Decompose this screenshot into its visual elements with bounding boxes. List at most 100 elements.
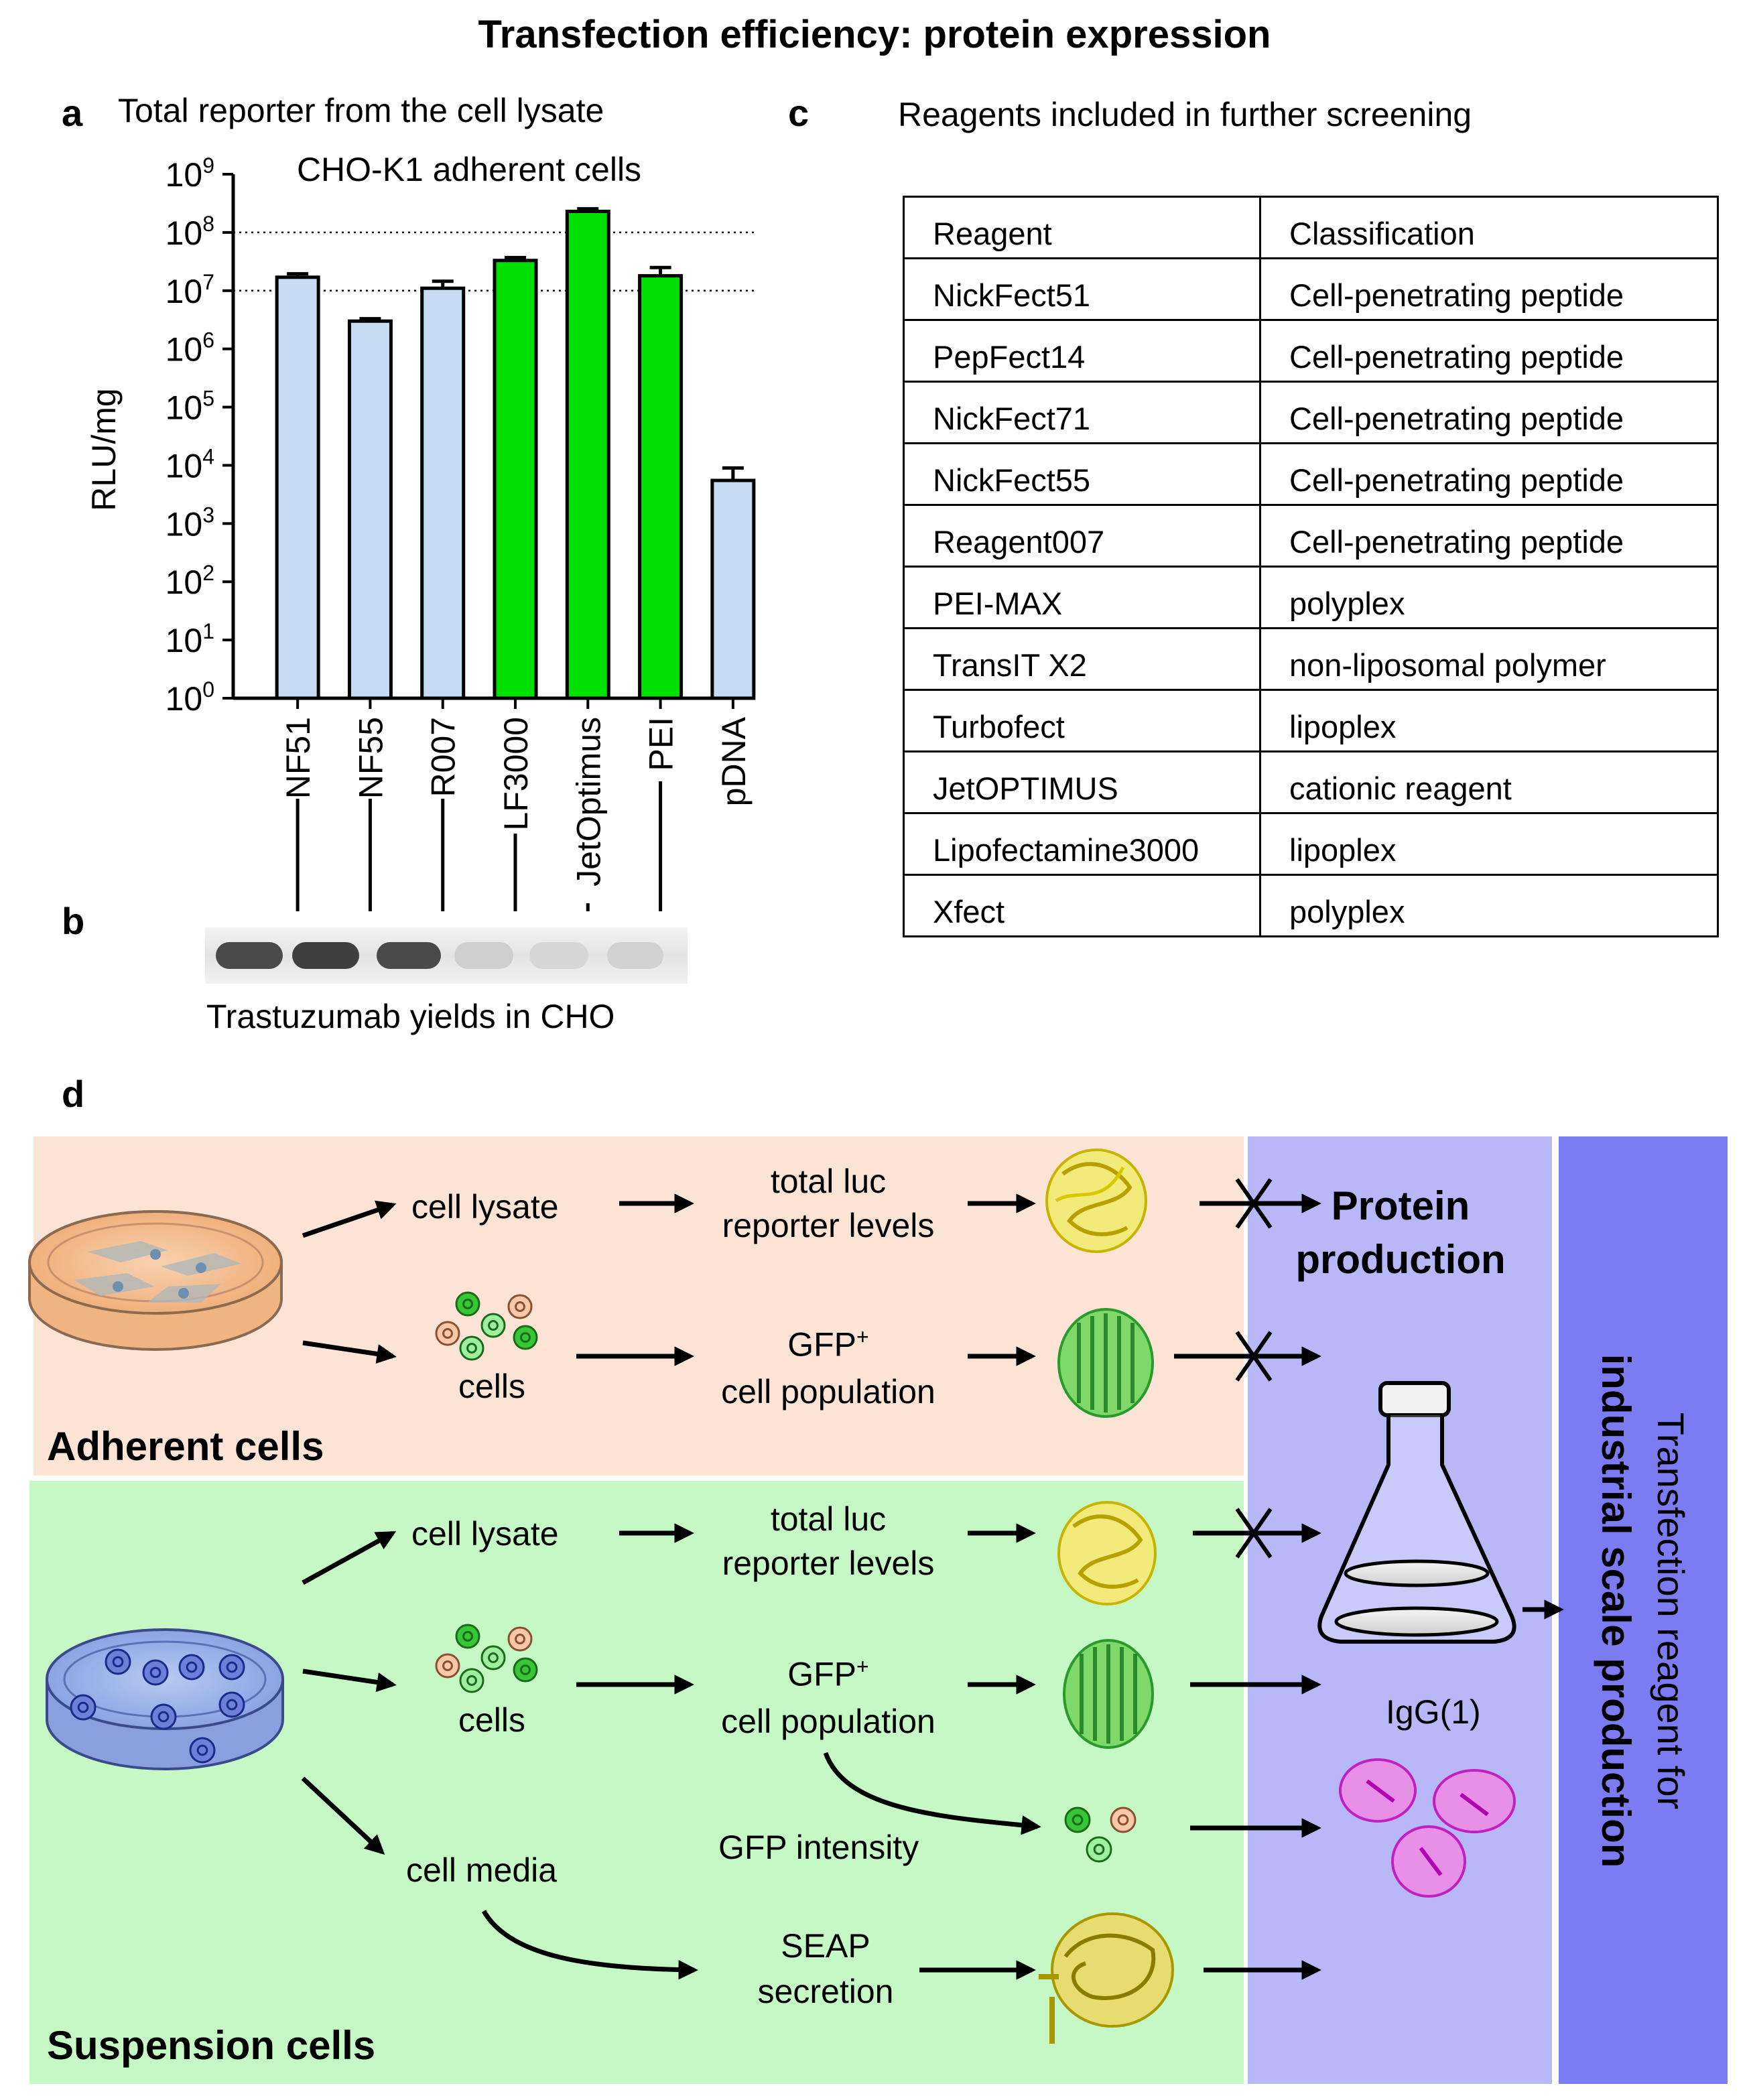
- cell-nucleus-icon: [462, 1631, 473, 1642]
- y-tick-label: 107: [166, 270, 214, 310]
- x-tick-label-pdna: pDNA: [715, 716, 753, 806]
- label-seap: SEAP: [781, 1927, 870, 1965]
- protein-label-line1: Protein: [1331, 1183, 1470, 1228]
- classification-cell: polyplex: [1259, 874, 1719, 937]
- arrow-dish-to-media: [301, 1776, 385, 1855]
- table-header-reagent: Reagent: [903, 196, 1261, 259]
- cell-nucleus-icon: [1093, 1843, 1105, 1855]
- bar-jetoptimus: [565, 209, 610, 700]
- x-tick-label-nf51: NF51: [279, 717, 317, 799]
- label-gfp-intensity: GFP intensity: [718, 1829, 919, 1866]
- label-cell-lysate-suspension: cell lysate: [411, 1515, 559, 1553]
- reagent-cell: Xfect: [903, 874, 1261, 937]
- cell-nucleus-icon: [112, 1656, 124, 1668]
- cell-icon: [459, 1668, 484, 1693]
- cell-icon: [480, 1645, 506, 1670]
- label-total-luc-suspension: total luc reporter levels: [694, 1497, 962, 1585]
- panel-c-letter: c: [788, 92, 809, 134]
- cell-icon: [455, 1291, 480, 1317]
- industrial-label-line1: Transfection reagent for: [1650, 1412, 1692, 1810]
- reagent-cell: Turbofect: [903, 689, 1261, 752]
- cell-icon: [218, 1691, 245, 1718]
- suspension-cells-label: Suspension cells: [47, 2023, 376, 2068]
- cell-nucleus-icon: [442, 1660, 453, 1671]
- cell-icon: [507, 1626, 533, 1652]
- cell-icon: [70, 1694, 96, 1721]
- cell-icon: [513, 1657, 538, 1683]
- blocked-cross-icon: [1235, 1178, 1273, 1229]
- label-gfp-plus: +: [856, 1654, 869, 1679]
- panel-c-heading: Reagents included in further screening: [898, 96, 1472, 133]
- label-cell-lysate-adherent: cell lysate: [411, 1188, 559, 1226]
- adherent-petri-dish: [28, 1210, 283, 1351]
- label-total-luc-adherent: total luc reporter levels: [694, 1159, 962, 1248]
- y-tick-label: 109: [166, 153, 214, 194]
- arrow-gfp-to-intensity: [823, 1752, 1041, 1835]
- label-total-luc-line1: total luc: [770, 1500, 887, 1538]
- figure-title: Transfection efficiency: protein express…: [478, 13, 1271, 56]
- x-tick-label-jetoptimus: JetOptimus: [570, 717, 607, 887]
- industrial-scale-label: Transfection reagent for industrial scal…: [1588, 1354, 1698, 1868]
- y-tick-label: 100: [166, 677, 214, 718]
- cell-nucleus-icon: [515, 1301, 525, 1312]
- classification-cell: Cell-penetrating peptide: [1259, 504, 1719, 568]
- label-cell-population: cell population: [721, 1702, 935, 1740]
- classification-cell: Cell-penetrating peptide: [1259, 381, 1719, 444]
- blot-band-jetoptimus: [529, 942, 588, 969]
- classification-cell: Cell-penetrating peptide: [1259, 319, 1719, 383]
- label-total-luc-line2: reporter levels: [722, 1207, 935, 1244]
- label-cells-suspension: cells: [458, 1701, 526, 1739]
- reagent-cell: NickFect71: [903, 381, 1261, 444]
- classification-cell: Cell-penetrating peptide: [1259, 442, 1719, 506]
- bar-chart: CHO-K1 adherent cells1001011021031041051…: [85, 151, 756, 911]
- y-tick-label: 101: [166, 619, 214, 659]
- label-gfp: GFP: [787, 1655, 857, 1693]
- cell-icon: [1064, 1807, 1091, 1833]
- cell-icon: [189, 1737, 216, 1764]
- western-blot: [205, 927, 688, 984]
- reagent-cell: Lipofectamine3000: [903, 812, 1261, 876]
- y-tick-label: 106: [166, 328, 214, 369]
- luciferase-protein-icon: [1057, 1501, 1157, 1605]
- adherent-cells-label: Adherent cells: [47, 1424, 324, 1469]
- cell-icon: [150, 1703, 177, 1730]
- y-axis-label: RLU/mg: [85, 388, 123, 511]
- cell-icon: [435, 1321, 460, 1346]
- suspension-dish-cells: [70, 1648, 245, 1764]
- cell-nucleus-icon: [1072, 1814, 1084, 1826]
- cell-nucleus-icon: [515, 1634, 525, 1644]
- cell-icon: [178, 1654, 205, 1681]
- blot-band-nf55: [292, 942, 359, 969]
- workflow-diagram: [28, 1136, 1728, 2084]
- label-seap-secretion: SEAP secretion: [692, 1923, 960, 2014]
- label-gfp-plus: +: [856, 1325, 869, 1349]
- cell-nucleus-icon: [488, 1652, 499, 1663]
- cell-nucleus-icon: [77, 1701, 89, 1713]
- cell-nucleus-icon: [466, 1675, 477, 1686]
- gfp-protein-icon: [1057, 1308, 1154, 1418]
- blot-band-r007: [377, 942, 441, 969]
- blot-band-pei: [607, 942, 663, 969]
- y-tick-label: 102: [166, 561, 214, 601]
- cell-icon: [480, 1313, 506, 1338]
- label-cell-population: cell population: [721, 1372, 935, 1410]
- reagent-cell: TransIT X2: [903, 627, 1261, 691]
- cell-nucleus-icon: [157, 1711, 170, 1723]
- arrow-media-to-seap: [481, 1910, 698, 1980]
- arrow-dish-to-cells-adherent: [302, 1340, 397, 1364]
- y-tick-label: 103: [166, 503, 214, 543]
- label-total-luc-line2: reporter levels: [722, 1545, 935, 1582]
- cell-nucleus-icon: [149, 1666, 161, 1679]
- table-header-row: Reagent Classification: [903, 196, 1719, 259]
- label-total-luc-line1: total luc: [770, 1163, 887, 1200]
- cell-icon: [142, 1659, 169, 1686]
- reagent-cell: NickFect55: [903, 442, 1261, 506]
